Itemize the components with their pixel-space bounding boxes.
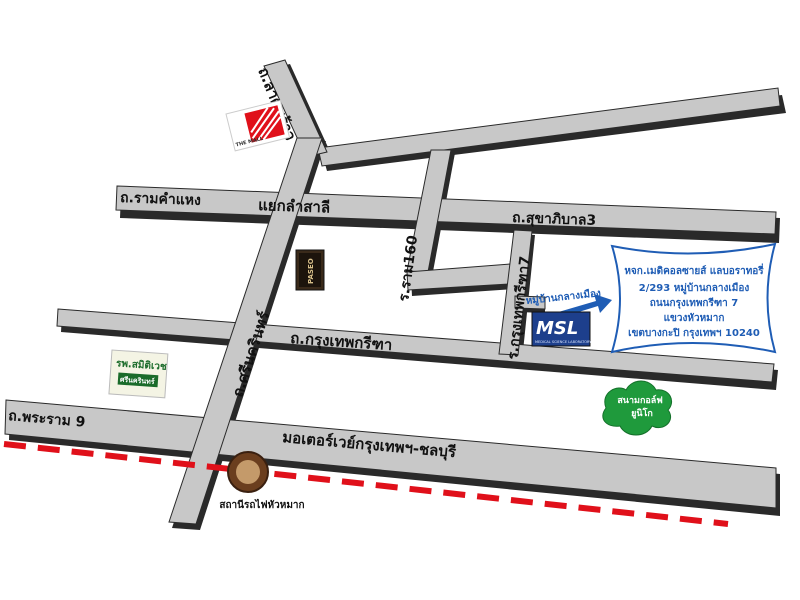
address-line-5: เขตบางกะปิ กรุงเทพฯ 10240	[628, 327, 760, 339]
golf-course: สนามกอล์ฟ ยูนิโก	[602, 380, 672, 436]
road-msl-link	[514, 295, 546, 310]
address-line-3: ถนนกรุงเทพกรีฑา 7	[650, 297, 738, 309]
station-icon	[227, 451, 269, 493]
road-rama9-motorway	[4, 399, 777, 509]
address-line-2: 2/293 หมู่บ้านกลางเมือง	[639, 282, 750, 295]
golf-label-2: ยูนิโก	[631, 407, 653, 419]
road-lat-phrao-north	[263, 59, 328, 158]
road-lat-phrao	[317, 87, 781, 167]
samitivej-hospital-sign: รพ.สมิติเวช ศรีนครินทร์	[108, 349, 169, 399]
station-label: สถานีรถไฟหัวหมาก	[219, 498, 304, 511]
address-line-1: หจก.เมดิคอลซายส์ แลบอราทอรี่	[624, 263, 764, 277]
roads	[4, 59, 781, 525]
hospital-sub: ศรีนครินทร์	[120, 375, 155, 386]
road-srinakarin	[168, 137, 323, 525]
golf-label-1: สนามกอล์ฟ	[617, 394, 662, 406]
hospital-name: รพ.สมิติเวช	[116, 357, 168, 373]
the-mall-logo: THE MALL	[225, 99, 291, 152]
railway-line	[3, 441, 729, 527]
address-sign: หจก.เมดิคอลซายส์ แลบอราทอรี่ 2/293 หมู่บ…	[610, 242, 777, 354]
address-line-4: แขวงหัวหมาก	[664, 312, 725, 324]
label-ramkhamhaeng: ถ.รามคำแหง	[120, 190, 201, 209]
paseo-text: PASEO	[307, 258, 315, 284]
paseo-logo: PASEO	[295, 249, 325, 291]
label-junction-lam-sali: แยกลำสาลี	[258, 196, 331, 216]
msl-logo: MSL MEDICAL SCIENCE LABORATORY	[531, 311, 592, 347]
msl-logo-text: MSL	[536, 318, 578, 339]
msl-tagline: MEDICAL SCIENCE LABORATORY	[535, 340, 592, 344]
road-soi-krungthep-kritha-7	[498, 229, 533, 356]
label-rama-9: ถ.พระราม 9	[8, 408, 86, 431]
label-sukhaphiban-3: ถ.สุขาภิบาล3	[512, 210, 597, 229]
